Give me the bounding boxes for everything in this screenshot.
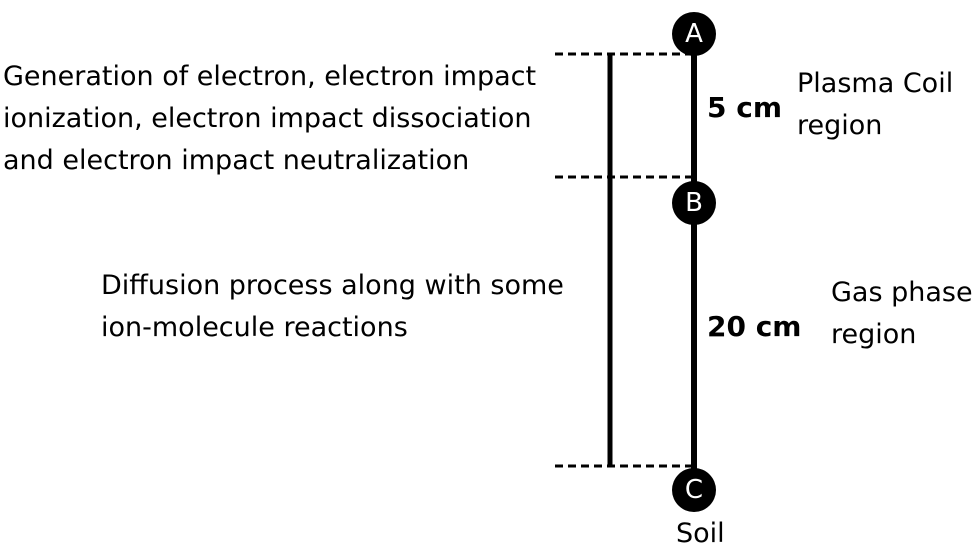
node-c-circle	[672, 468, 716, 512]
region-label-gas-phase-line2: region	[831, 319, 917, 350]
soil-label: Soil	[676, 518, 725, 549]
node-b-label: B	[685, 188, 703, 218]
process-desc-plasma-line1: Generation of electron, electron impact	[3, 61, 537, 92]
segment-length-bc: 20 cm	[707, 310, 802, 343]
process-desc-plasma-line2: ionization, electron impact dissociation	[3, 103, 532, 134]
node-b-circle	[672, 181, 716, 225]
region-label-plasma-coil-line1: Plasma Coil	[797, 68, 954, 99]
process-desc-plasma-line3: and electron impact neutralization	[3, 145, 470, 176]
region-label-plasma-coil-line2: region	[797, 110, 883, 141]
node-a-circle	[672, 12, 716, 56]
node-c-label: C	[684, 475, 704, 505]
node-a-label: A	[685, 19, 703, 49]
segment-length-ab: 5 cm	[707, 91, 783, 124]
process-desc-gas-line2: ion-molecule reactions	[101, 312, 408, 343]
process-desc-gas-line1: Diffusion process along with some	[101, 270, 564, 301]
region-label-gas-phase-line1: Gas phase	[831, 277, 973, 308]
